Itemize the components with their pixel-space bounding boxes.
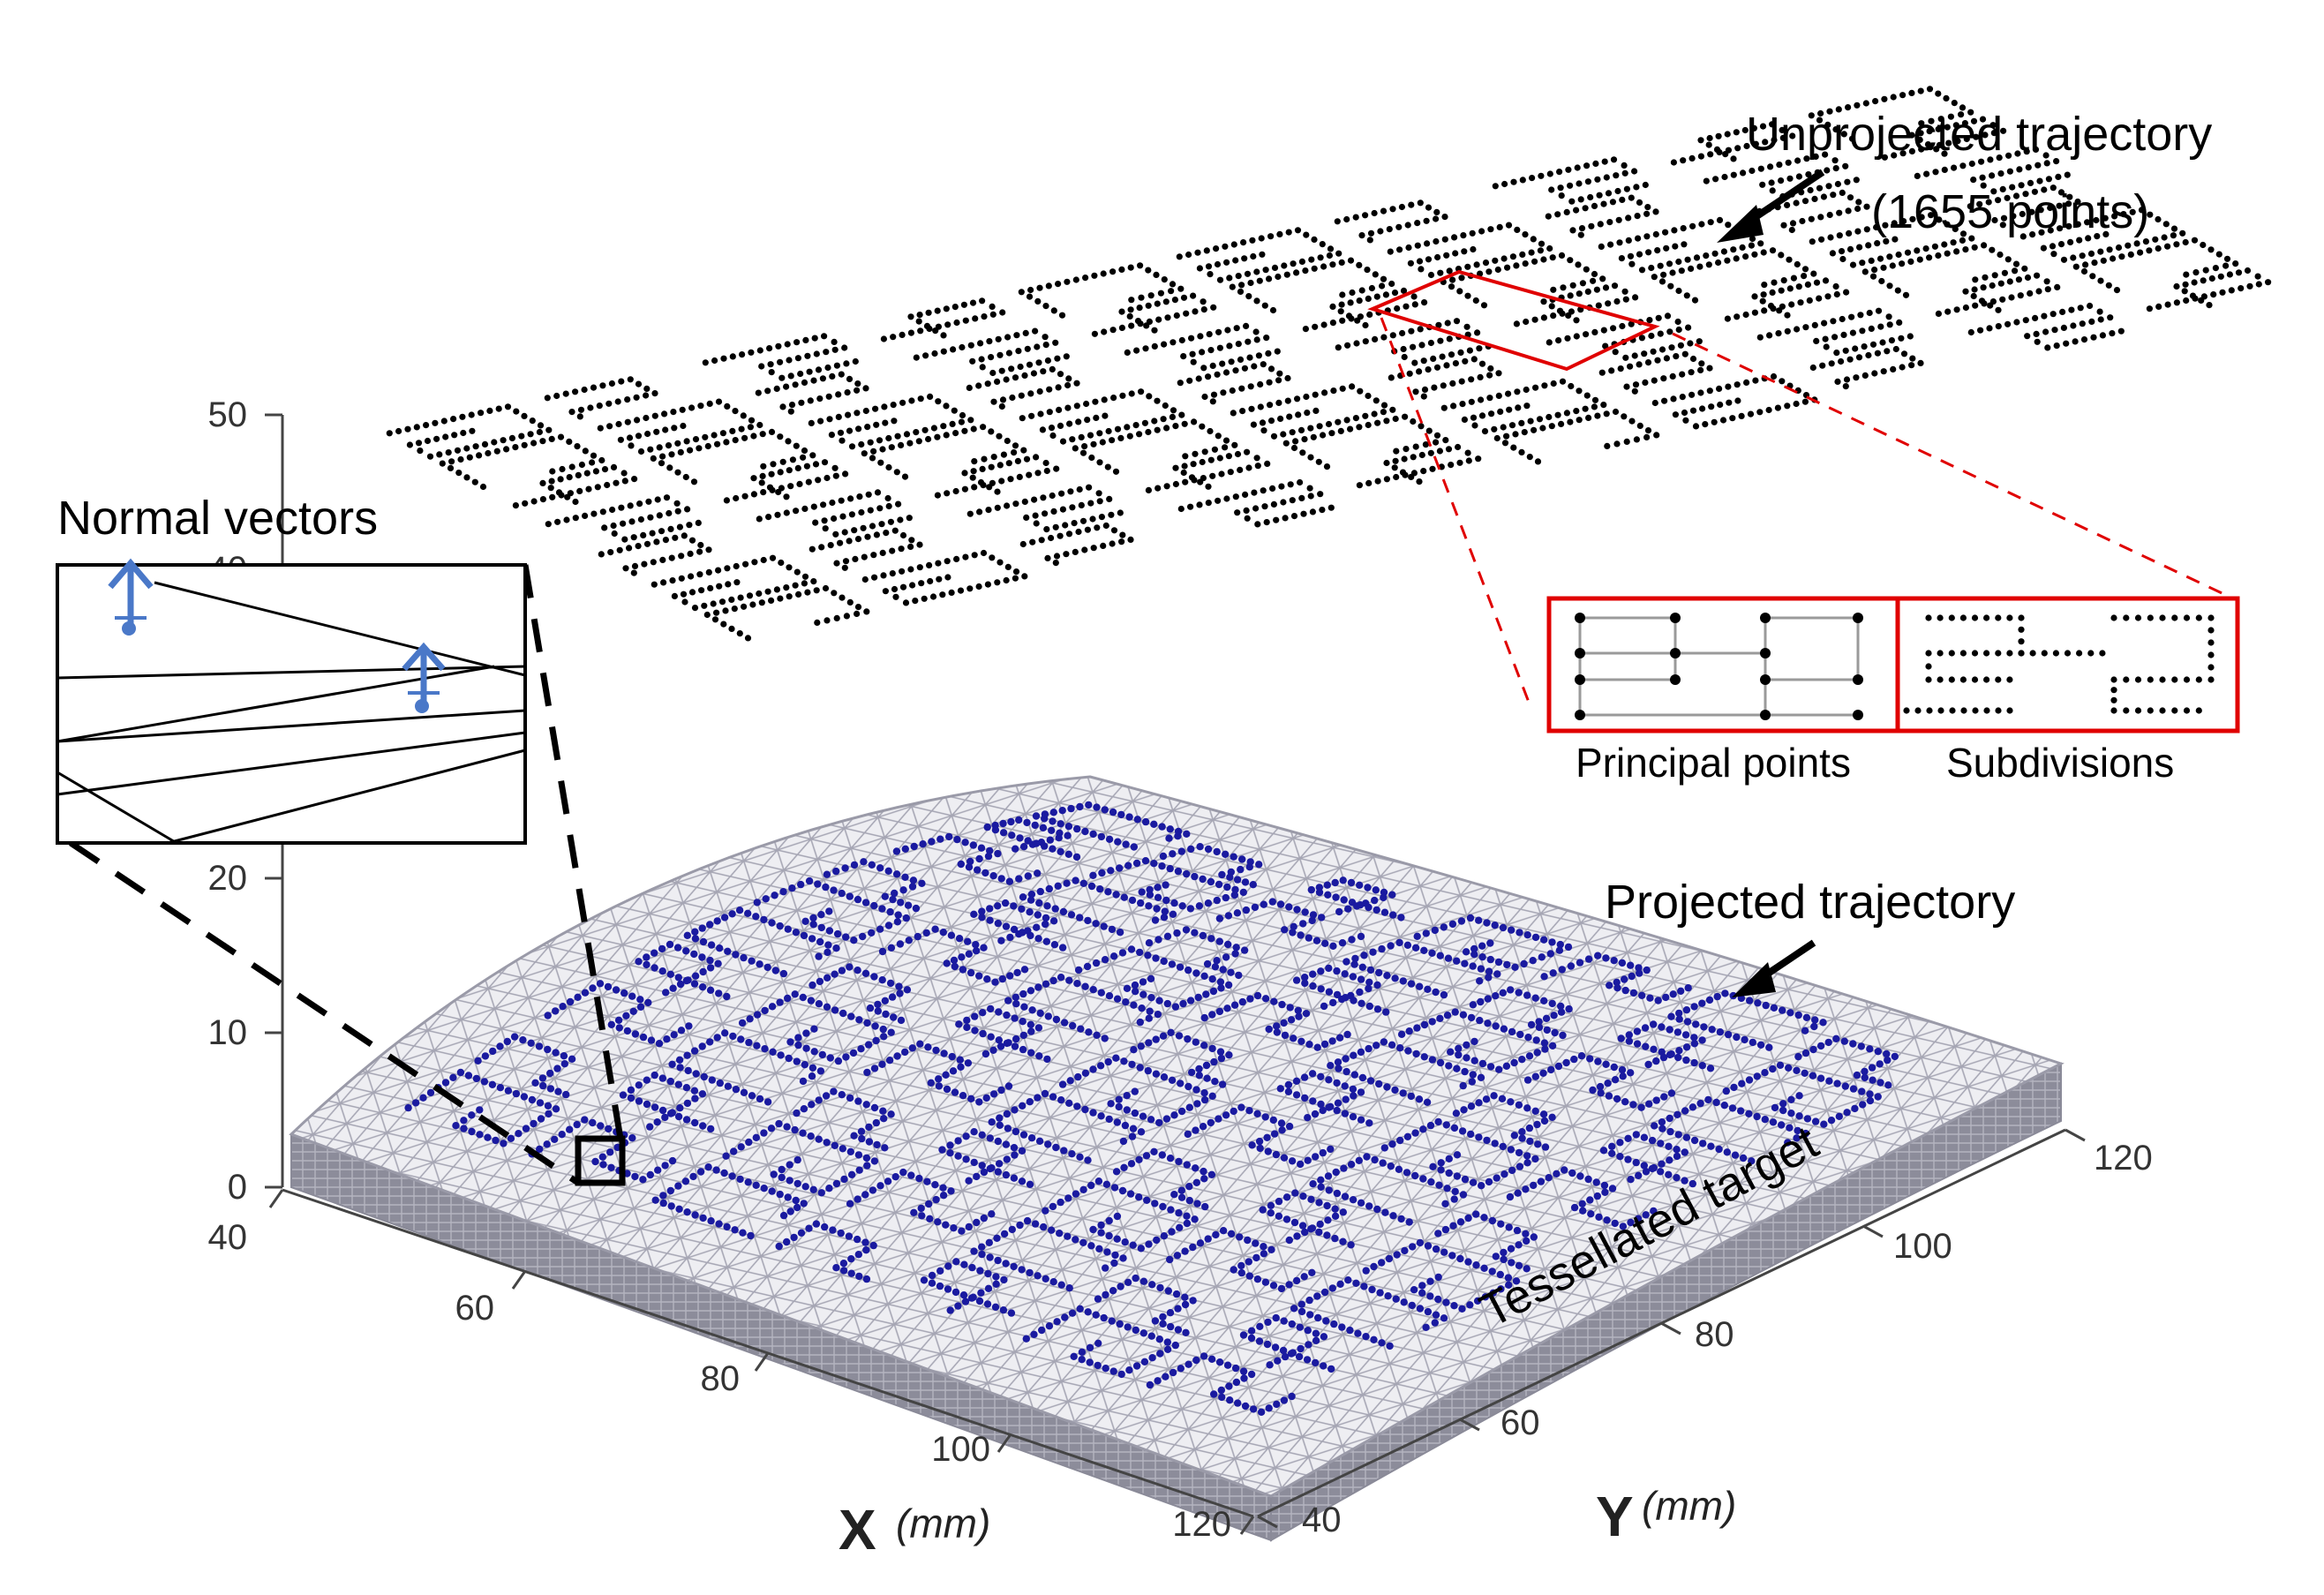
normal-vectors-callout [69, 564, 626, 1186]
projected-label: Projected trajectory [1605, 876, 2015, 929]
y-tick: 120 [2094, 1139, 2153, 1177]
y-tick: 60 [1500, 1403, 1540, 1442]
normal-vectors-inset [56, 558, 527, 845]
z-tick: 0 [228, 1168, 247, 1207]
principal-points-box [1546, 596, 1900, 734]
z-tick: 50 [208, 395, 248, 434]
x-tick: 120 [1172, 1505, 1231, 1544]
x-axis-name: X [839, 1498, 876, 1561]
x-tick: 100 [931, 1430, 990, 1469]
unprojected-trajectory [386, 86, 2272, 642]
y-axis-unit: (mm) [1642, 1483, 1736, 1529]
z-tick: 20 [208, 859, 248, 898]
normal-vector-icon [402, 642, 446, 713]
highlight-selection [1367, 269, 2234, 705]
x-tick: 80 [701, 1359, 741, 1398]
y-axis-name: Y [1596, 1485, 1634, 1548]
y-tick: 40 [1302, 1501, 1342, 1539]
x-axis: 40 60 80 100 120 X (mm) [208, 1188, 1255, 1561]
x-tick: 40 [208, 1218, 248, 1257]
x-axis-unit: (mm) [896, 1501, 990, 1546]
y-axis: 40 60 80 100 120 Y (mm) [1257, 1128, 2153, 1548]
y-tick: 100 [1893, 1227, 1952, 1266]
subdivisions-label: Subdivisions [1946, 740, 2174, 786]
unprojected-count: (1655 points) [1871, 185, 2149, 238]
unprojected-label: Unprojected trajectory [1746, 108, 2212, 161]
unprojected-arrow [1717, 169, 1825, 243]
projected-trajectory [404, 801, 1899, 1417]
y-tick: 80 [1695, 1315, 1734, 1354]
principal-points-label: Principal points [1576, 740, 1851, 786]
projected-arrow [1732, 939, 1816, 997]
x-tick: 60 [455, 1289, 495, 1328]
subdivisions-box [1895, 596, 2240, 734]
normal-vector-icon [108, 558, 154, 636]
z-tick: 10 [208, 1013, 248, 1052]
normal-vectors-label: Normal vectors [57, 492, 378, 545]
